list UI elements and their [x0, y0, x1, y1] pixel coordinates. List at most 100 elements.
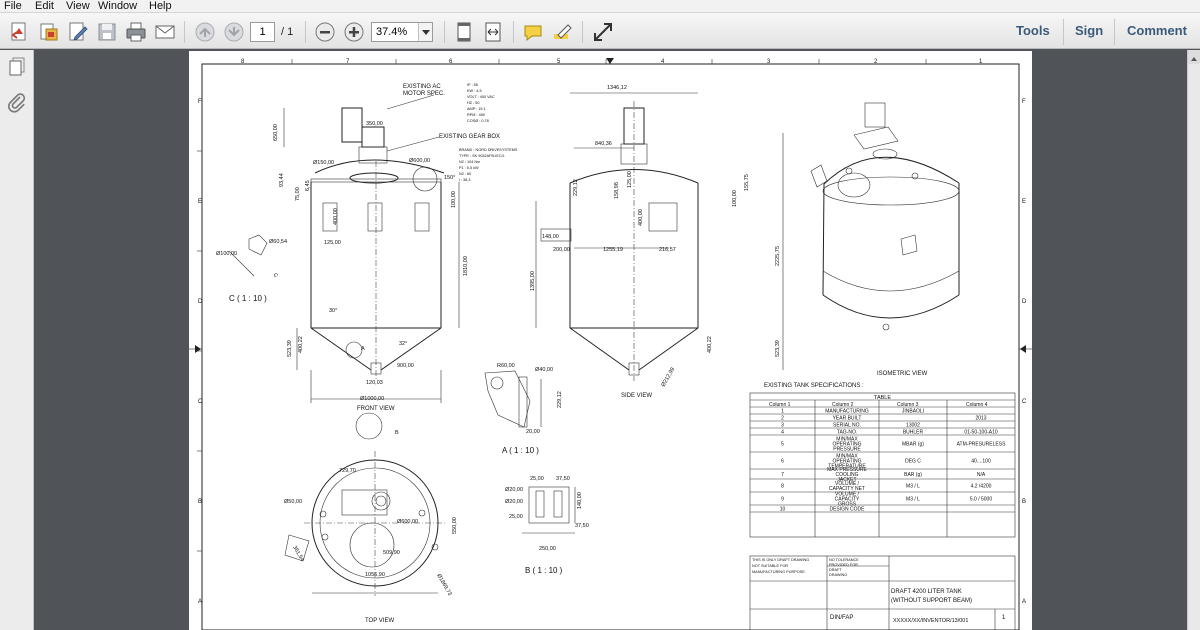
spec-cell: MIN/MAX [836, 453, 858, 459]
row-label: C [198, 399, 203, 405]
spec-cell: SERIAL NO. [833, 422, 861, 428]
print-icon[interactable] [124, 20, 148, 44]
svg-text:MANUFACTURING PURPOSE.: MANUFACTURING PURPOSE. [752, 570, 806, 574]
edit-icon[interactable] [66, 20, 90, 44]
svg-text:509,90: 509,90 [383, 550, 400, 556]
spec-cell: 4 [781, 429, 784, 435]
spec-cell: COOLING [835, 472, 858, 478]
spec-table-title: TABLE [874, 395, 891, 401]
highlight-icon[interactable] [550, 20, 574, 44]
spec-cell: GROSS [838, 501, 857, 507]
zoom-value: 37.4% [376, 26, 408, 38]
create-pdf-icon[interactable] [8, 20, 32, 44]
svg-text:NOT SUITABLE FOR: NOT SUITABLE FOR [752, 564, 788, 568]
page-down-icon[interactable] [222, 20, 246, 44]
svg-text:140,00: 140,00 [577, 492, 583, 509]
page-number-input[interactable]: 1 [250, 22, 275, 42]
svg-text:20,00: 20,00 [526, 429, 540, 435]
spec-cell: MANUFACTURING [825, 408, 869, 414]
spec-table: EXISTING TANK SPECIFICATIONS : TABLE Col… [749, 383, 1016, 538]
svg-text:HZ : 50: HZ : 50 [467, 101, 479, 105]
page-total: / 1 [281, 26, 294, 38]
expand-icon[interactable] [591, 20, 615, 44]
svg-text:C: C [272, 272, 279, 279]
toolbar-separator [1063, 19, 1064, 45]
spec-cell: VOLUME / [835, 491, 860, 497]
comment-button[interactable]: Comment [1127, 23, 1187, 38]
page-up-icon[interactable] [193, 20, 217, 44]
gear-note: EXISTING GEAR BOX [439, 134, 500, 140]
svg-text:1056,90: 1056,90 [365, 572, 385, 578]
menu-file[interactable]: File [4, 0, 22, 12]
zoom-select[interactable]: 37.4% [371, 22, 433, 42]
spec-cell: YEAR BUILT [833, 415, 862, 421]
svg-text:Ø60,54: Ø60,54 [269, 239, 287, 245]
chevron-down-icon[interactable] [418, 23, 432, 41]
col-label: 6 [449, 59, 453, 65]
motor-body [341, 107, 363, 143]
svg-text:1810,00: 1810,00 [463, 256, 469, 276]
paperclip-icon[interactable] [6, 92, 28, 114]
scroll-up-icon[interactable] [1188, 50, 1200, 64]
svg-text:37,50: 37,50 [556, 476, 570, 482]
zoom-out-icon[interactable] [313, 20, 337, 44]
front-view: EXISTING AC MOTOR SPEC. EXISTING GEAR BO… [216, 83, 518, 412]
row-label: F [1022, 99, 1026, 105]
menu-edit[interactable]: Edit [35, 0, 54, 12]
svg-text:523,39: 523,39 [287, 340, 293, 357]
svg-text:200,00: 200,00 [553, 247, 570, 253]
svg-text:Ø600,00: Ø600,00 [409, 158, 430, 164]
svg-text:361,54: 361,54 [291, 545, 305, 563]
row-label: A [1022, 599, 1026, 605]
spec-cell: CAPACITY NET [829, 486, 865, 492]
fit-page-icon[interactable] [452, 20, 476, 44]
spec-cell: 10 [780, 506, 786, 512]
svg-text:Ø150,00: Ø150,00 [313, 160, 334, 166]
menu-view[interactable]: View [66, 0, 90, 12]
sheet-number: 1 [1002, 615, 1006, 621]
spec-cell: OPERATING [832, 441, 861, 447]
svg-text:DRAWING: DRAWING [829, 573, 847, 577]
pages-icon[interactable] [6, 56, 28, 78]
svg-text:250,00: 250,00 [539, 546, 556, 552]
svg-text:155,75: 155,75 [744, 174, 750, 191]
svg-text:158,98: 158,98 [614, 182, 620, 199]
spec-cell: 2 [781, 415, 784, 421]
svg-text:BRAND : NORD DRIVESYSTEMS: BRAND : NORD DRIVESYSTEMS [459, 148, 518, 152]
svg-text:Ø1000,00: Ø1000,00 [360, 396, 384, 402]
menu-help[interactable]: Help [149, 0, 172, 12]
tools-button[interactable]: Tools [1016, 23, 1050, 38]
zoom-in-icon[interactable] [342, 20, 366, 44]
side-view: 1346,12 840,36 229,12 158,98 125,00 400,… [530, 85, 784, 399]
svg-text:PROVIDED FOR: PROVIDED FOR [829, 563, 858, 567]
fit-width-icon[interactable] [481, 20, 505, 44]
col-label: 4 [661, 59, 665, 65]
sign-button[interactable]: Sign [1075, 23, 1104, 38]
svg-text:125,00: 125,00 [324, 240, 341, 246]
svg-text:216,57: 216,57 [659, 247, 676, 253]
detail-b-caption: B ( 1 : 10 ) [525, 566, 563, 575]
vertical-scrollbar[interactable] [1187, 50, 1200, 630]
spec-cell: 6 [781, 458, 784, 464]
svg-text:93,44: 93,44 [279, 173, 285, 187]
drawing-title: DRAFT 4200 LITER TANK [891, 589, 962, 595]
svg-text:TYPE : SK 9032AFB-IEC/L: TYPE : SK 9032AFB-IEC/L [459, 154, 505, 158]
open-icon[interactable] [37, 20, 61, 44]
svg-text:Column 1: Column 1 [769, 402, 791, 408]
email-icon[interactable] [153, 20, 177, 44]
spec-cell: CAPACITY [835, 496, 860, 502]
svg-text:B: B [395, 430, 399, 436]
save-icon[interactable] [95, 20, 119, 44]
svg-text:840,36: 840,36 [595, 141, 612, 147]
svg-text:229,12: 229,12 [573, 179, 579, 196]
comment-icon[interactable] [521, 20, 545, 44]
col-label: 5 [557, 59, 561, 65]
detail-a: Ø40,00 R60,00 229,12 20,00 A ( 1 : 10 ) [484, 363, 563, 455]
row-label: D [198, 299, 203, 305]
spec-cell: DEG C [905, 458, 921, 464]
detail-a-caption: A ( 1 : 10 ) [502, 446, 539, 455]
menu-window[interactable]: Window [98, 0, 138, 12]
svg-text:NO TOLERANCE: NO TOLERANCE [829, 558, 859, 562]
svg-text:AMP : 15.1: AMP : 15.1 [467, 107, 486, 111]
row-label: F [198, 99, 202, 105]
